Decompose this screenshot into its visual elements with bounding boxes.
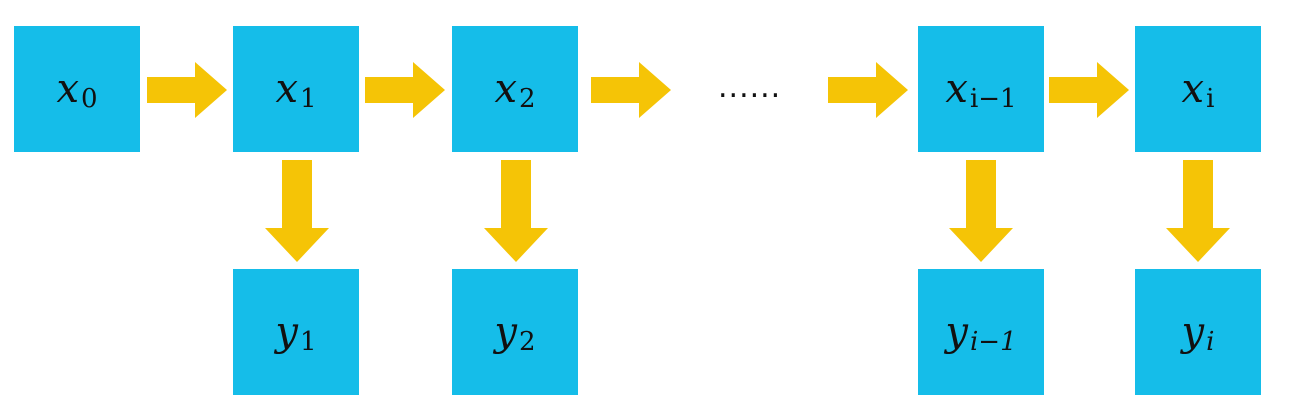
node-y-i-var: y: [1181, 309, 1205, 355]
node-y-i-minus-1-var: y: [945, 309, 968, 355]
ellipsis: ......: [718, 70, 782, 105]
node-x2-var: x: [494, 66, 517, 112]
arrow-shape: [949, 160, 1013, 262]
arrow-shape: [484, 160, 548, 262]
node-x-i-minus-1-subscript: i−1: [969, 84, 1017, 114]
arrow-shape: [365, 62, 445, 118]
node-x-i-subscript: i: [1206, 84, 1215, 114]
arrow-down-x1-y1: [265, 160, 329, 262]
arrow-right-x2-next: [591, 62, 671, 118]
node-y-i-minus-1-subscript: i−1: [969, 327, 1017, 357]
arrow-right-prev-x-i-minus-1: [828, 62, 908, 118]
node-x1-var: x: [275, 66, 298, 112]
node-x0-var: x: [56, 66, 79, 112]
node-y2-subscript: 2: [519, 327, 536, 357]
arrow-shape: [147, 62, 227, 118]
arrow-right-x1-x2: [365, 62, 445, 118]
node-x-i-var: x: [1181, 66, 1205, 112]
arrow-down-x-i-y-i: [1166, 160, 1230, 262]
node-x0-subscript: 0: [81, 84, 98, 114]
arrow-down-x-i-minus-1-y-i-minus-1: [949, 160, 1013, 262]
node-x1-subscript: 1: [300, 84, 317, 114]
arrow-down-x2-y2: [484, 160, 548, 262]
arrow-right-x0-x1: [147, 62, 227, 118]
node-x-i-minus-1-var: x: [945, 66, 968, 112]
arrow-shape: [265, 160, 329, 262]
node-y1-subscript: 1: [300, 327, 317, 357]
node-y2-var: y: [494, 309, 518, 355]
node-x2-subscript: 2: [519, 84, 536, 114]
arrow-shape: [828, 62, 908, 118]
arrow-right-x-i-minus-1-x-i: [1049, 62, 1129, 118]
node-y1-var: y: [275, 309, 299, 355]
arrow-shape: [1049, 62, 1129, 118]
node-y-i-subscript: i: [1206, 327, 1215, 357]
arrow-shape: [1166, 160, 1230, 262]
arrow-shape: [591, 62, 671, 118]
